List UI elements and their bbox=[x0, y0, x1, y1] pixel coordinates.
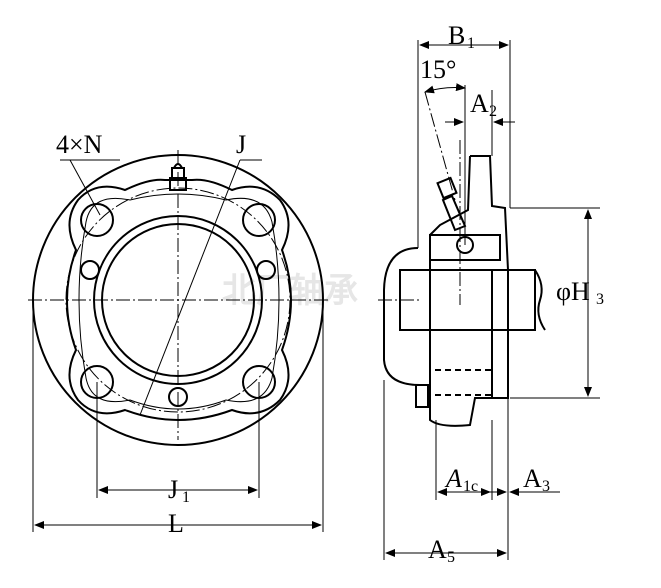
label-A3: A bbox=[523, 464, 542, 493]
label-H3-sub: 3 bbox=[596, 291, 604, 308]
label-angle: 15° bbox=[420, 55, 456, 84]
bolt-hole bbox=[242, 203, 276, 237]
bolt-hole bbox=[80, 203, 114, 237]
label-A5-sub: 5 bbox=[447, 549, 455, 566]
front-view bbox=[28, 150, 330, 532]
label-A3-sub: 3 bbox=[542, 478, 550, 495]
label-L: L bbox=[168, 509, 184, 538]
side-view bbox=[378, 40, 600, 560]
label-B1: B bbox=[448, 21, 465, 50]
label-J1: J bbox=[168, 475, 178, 504]
label-H3: φH bbox=[556, 277, 590, 306]
label-J: J bbox=[236, 130, 246, 159]
label-A1c: A bbox=[444, 464, 462, 493]
label-A2: A bbox=[470, 89, 489, 118]
label-B1-sub: 1 bbox=[467, 35, 475, 52]
label-A1c-sub: 1c bbox=[463, 478, 478, 495]
label-4xN: 4×N bbox=[56, 130, 103, 159]
label-J1-sub: 1 bbox=[182, 489, 190, 506]
label-A5: A bbox=[428, 535, 447, 564]
label-A2-sub: 2 bbox=[489, 103, 497, 120]
